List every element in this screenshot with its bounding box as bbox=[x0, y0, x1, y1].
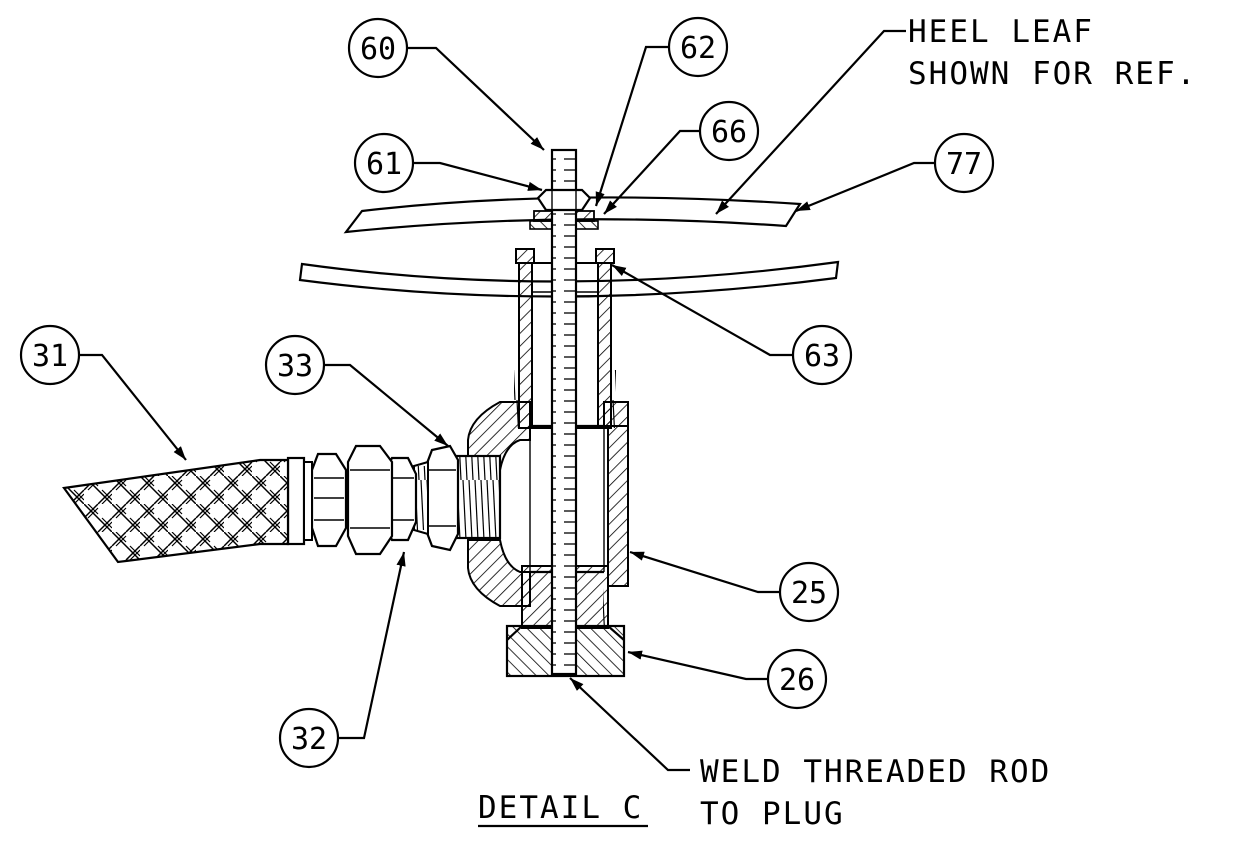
male-connector bbox=[450, 454, 502, 540]
balloon-label: 77 bbox=[946, 147, 982, 182]
balloon-label: 66 bbox=[711, 115, 747, 150]
compression-ring bbox=[413, 460, 429, 536]
balloon-62: 62 bbox=[667, 16, 729, 78]
ferrule bbox=[286, 456, 313, 546]
balloon-label: 63 bbox=[804, 339, 840, 374]
heel-leaf-lower bbox=[298, 260, 840, 298]
leader-lines bbox=[80, 29, 935, 772]
balloon-label: 32 bbox=[291, 722, 327, 757]
balloon-66: 66 bbox=[698, 100, 760, 162]
note-heel-leaf-line1: HEEL LEAF bbox=[908, 14, 1094, 50]
balloon-63: 63 bbox=[791, 324, 853, 386]
hex-swivel-nut bbox=[346, 444, 394, 556]
hex-nut bbox=[536, 188, 592, 212]
braided-hose bbox=[62, 458, 290, 564]
balloon-60: 60 bbox=[347, 17, 409, 79]
note-weld-line1: WELD THREADED ROD bbox=[700, 754, 1051, 790]
note-weld-line2: TO PLUG bbox=[700, 796, 845, 832]
flat-washer bbox=[529, 220, 599, 230]
hex-fitting-1 bbox=[424, 444, 460, 552]
balloon-label: 61 bbox=[366, 147, 402, 182]
balloon-label: 60 bbox=[360, 32, 396, 67]
balloon-label: 62 bbox=[680, 31, 716, 66]
balloon-32: 32 bbox=[278, 707, 340, 769]
balloon-label: 26 bbox=[779, 663, 815, 698]
balloon-label: 25 bbox=[791, 576, 827, 611]
note-heel-leaf-line2: SHOWN FOR REF. bbox=[908, 56, 1197, 92]
detail-title: DETAIL C bbox=[478, 790, 643, 826]
balloon-61: 61 bbox=[353, 132, 415, 194]
hex-socket bbox=[310, 452, 348, 548]
balloon-77: 77 bbox=[933, 132, 995, 194]
balloon-label: 31 bbox=[32, 339, 68, 374]
balloon-25: 25 bbox=[778, 561, 840, 623]
balloon-33: 33 bbox=[264, 334, 326, 396]
balloon-26: 26 bbox=[766, 648, 828, 710]
balloon-label: 33 bbox=[277, 349, 313, 384]
balloon-31: 31 bbox=[19, 324, 81, 386]
threaded-rod bbox=[550, 148, 578, 676]
